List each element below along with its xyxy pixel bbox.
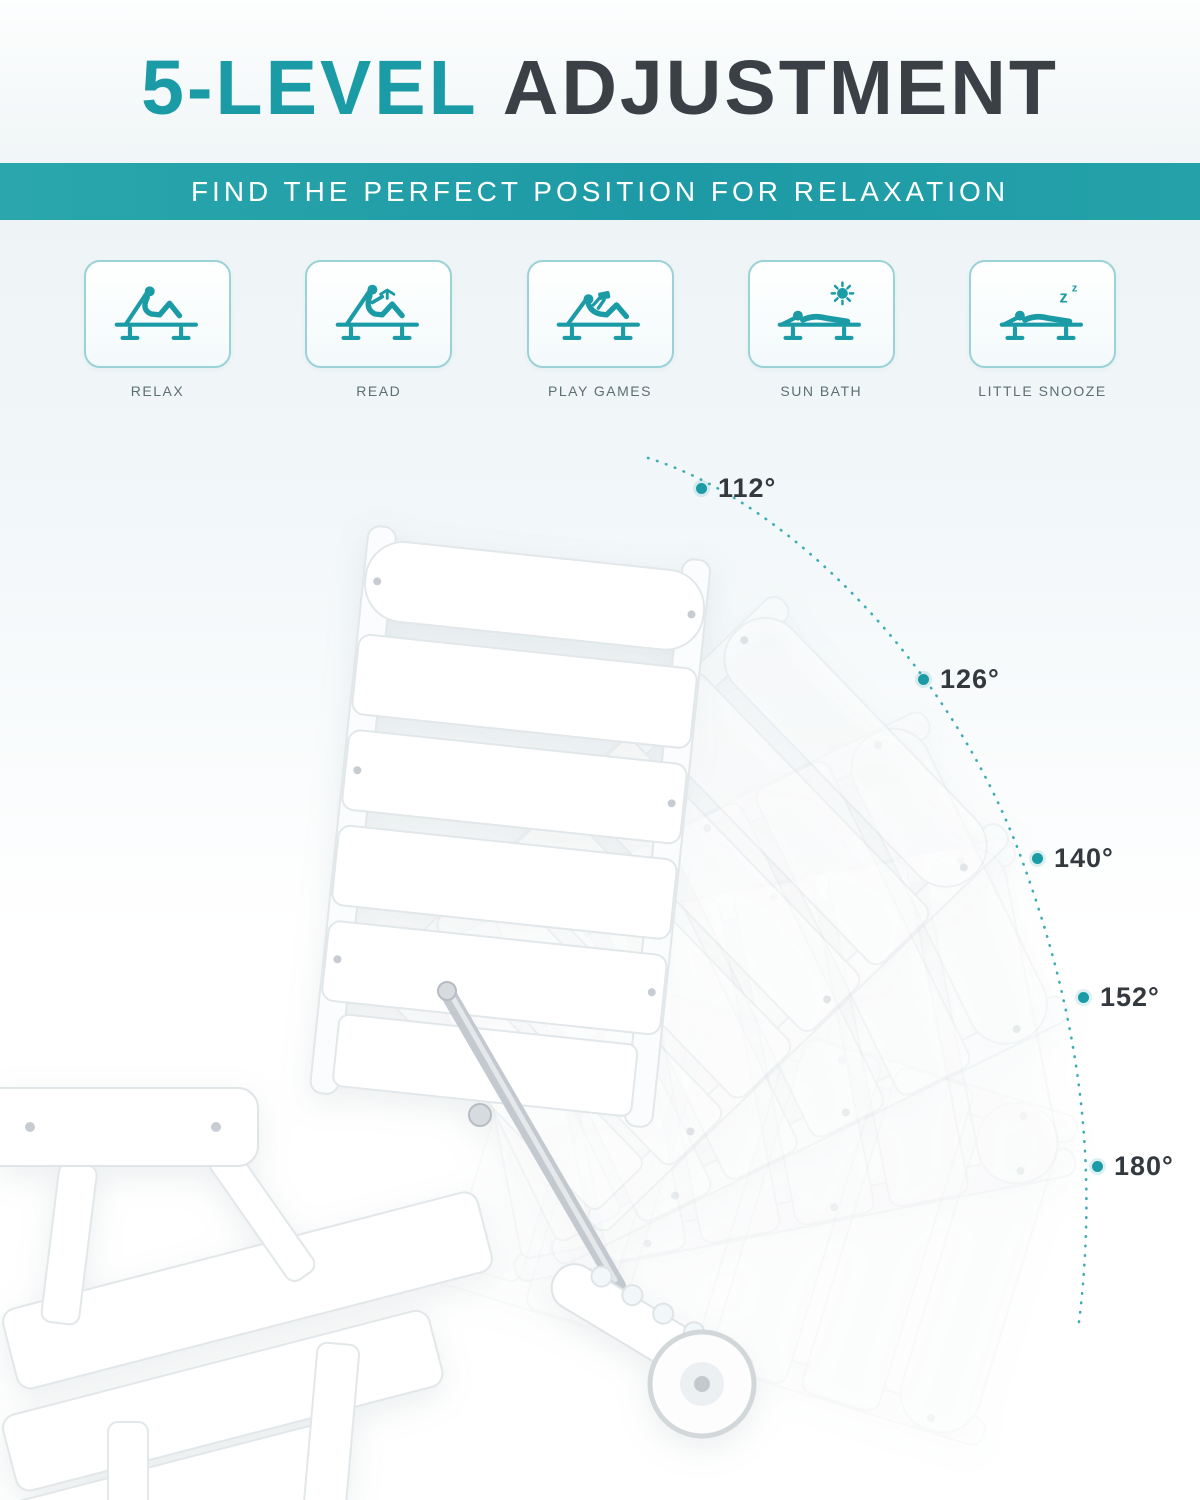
adjustment-bar: [437, 981, 626, 1294]
position-card-little-snooze: z z LITTLE SNOOZE: [969, 260, 1116, 399]
angle-text: 152°: [1100, 982, 1160, 1012]
angle-label-180: 180°: [1092, 1151, 1174, 1182]
recline-diagram: 112° 126° 140° 152° 180°: [0, 440, 1200, 1500]
armrest: [0, 1087, 316, 1326]
play-games-card-frame: [526, 260, 674, 368]
position-card-read: READ: [305, 260, 453, 399]
main-backrest: [308, 524, 713, 1130]
angle-dot: [1092, 1161, 1103, 1172]
hinge-bolt: [468, 1103, 492, 1127]
position-label: PLAY GAMES: [548, 383, 652, 399]
relax-card-frame: [84, 260, 231, 368]
angle-dot: [918, 674, 929, 685]
sun-bath-lounger-icon: [777, 281, 862, 340]
sun-bath-card-frame: [747, 260, 895, 368]
title-highlight: 5-LEVEL: [141, 45, 479, 131]
relax-lounger-icon: [114, 286, 198, 340]
position-card-sun-bath: SUN BATH: [747, 260, 895, 399]
read-lounger-icon: [335, 284, 419, 340]
chaise-lounge-illustration: [0, 524, 1082, 1500]
angle-dot: [696, 483, 707, 494]
angle-label-112: 112°: [696, 473, 776, 504]
position-card-play-games: PLAY GAMES: [526, 260, 674, 399]
angle-label-152: 152°: [1078, 982, 1160, 1013]
angle-text: 126°: [940, 664, 1000, 694]
chair-base: [2, 1191, 493, 1500]
wheel: [647, 1329, 757, 1439]
angle-label-140: 140°: [1032, 843, 1114, 874]
title-rest: ADJUSTMENT: [502, 45, 1059, 131]
position-label: READ: [356, 383, 402, 399]
position-label: RELAX: [130, 383, 185, 399]
banner-text: FIND THE PERFECT POSITION FOR RELAXATION: [190, 175, 1010, 207]
snooze-z-large: z: [1059, 288, 1067, 306]
angle-text: 180°: [1114, 1151, 1174, 1181]
position-label: SUN BATH: [780, 383, 863, 399]
angle-dot: [1078, 992, 1089, 1003]
angle-dot: [1032, 853, 1043, 864]
angle-text: 112°: [718, 473, 777, 503]
angle-text: 140°: [1054, 843, 1114, 873]
position-card-row: RELAX READ: [0, 260, 1200, 399]
position-card-relax: RELAX: [84, 260, 231, 399]
play-games-lounger-icon: [556, 290, 641, 340]
read-card-frame: [305, 260, 453, 368]
little-snooze-lounger-icon: z z: [999, 283, 1083, 340]
position-label: LITTLE SNOOZE: [978, 383, 1107, 399]
subtitle-banner: FIND THE PERFECT POSITION FOR RELAXATION: [0, 163, 1200, 220]
little-snooze-card-frame: z z: [969, 260, 1116, 368]
snooze-z-small: z: [1071, 283, 1076, 295]
angle-label-126: 126°: [918, 664, 1000, 695]
